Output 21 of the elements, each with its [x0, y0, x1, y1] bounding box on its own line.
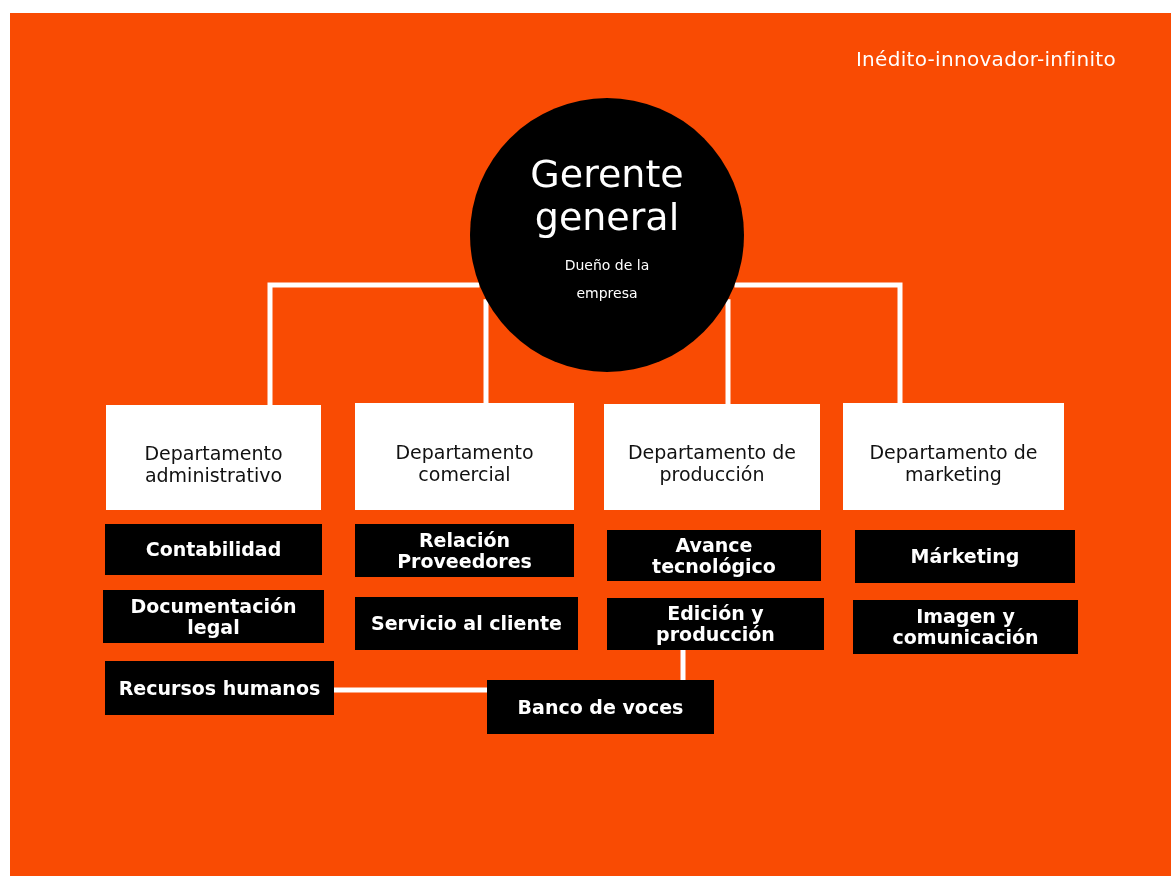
connector-line [725, 299, 731, 404]
area-box: Edición y producción [607, 598, 824, 650]
department-box: Departamento de marketing [843, 403, 1064, 510]
connector-line [483, 299, 489, 403]
connector-line [680, 650, 686, 680]
area-box: Imagen y comunicación [853, 600, 1078, 654]
area-box: Avance tecnológico [607, 530, 821, 581]
area-box: Servicio al cliente [355, 597, 578, 650]
area-box: Documentación legal [103, 590, 324, 643]
connector-line [334, 687, 487, 693]
department-box: Departamento de producción [604, 404, 820, 510]
department-box: Departamento administrativo [106, 405, 321, 510]
area-box: Contabilidad [105, 524, 322, 575]
slogan-text: Inédito-innovador-infinito [855, 47, 1116, 71]
area-box: Recursos humanos [105, 661, 334, 715]
area-box: Banco de voces [487, 680, 714, 734]
area-box: Márketing [855, 530, 1075, 583]
department-box: Departamento comercial [355, 403, 574, 510]
area-box: Relación Proveedores [355, 524, 574, 577]
connector-line [734, 282, 903, 403]
connector-line [267, 282, 480, 405]
